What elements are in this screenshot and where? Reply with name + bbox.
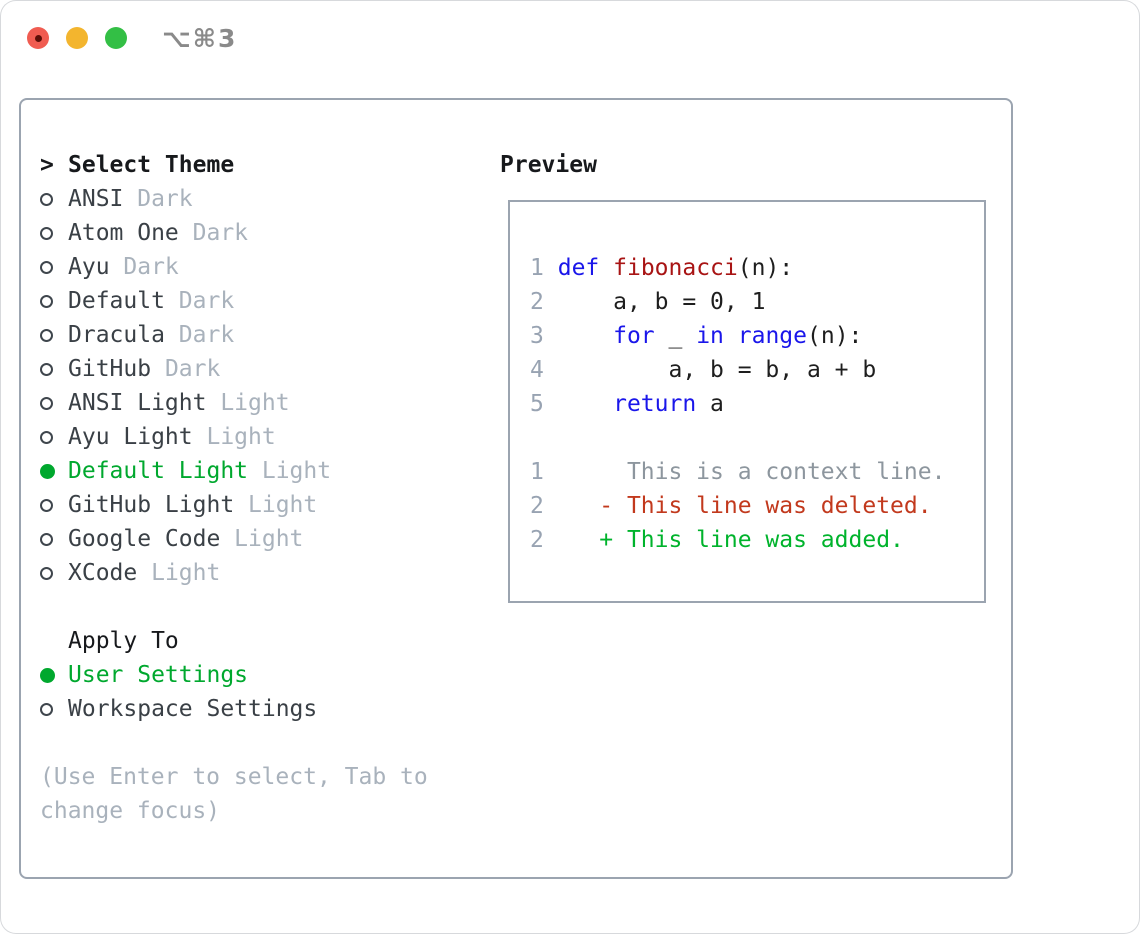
- theme-option[interactable]: Ayu Dark: [40, 250, 428, 284]
- zoom-icon[interactable]: [105, 27, 127, 49]
- code-line: 5 return a: [530, 391, 724, 417]
- option-label: ANSI Light: [68, 390, 207, 416]
- option-label: Atom One: [68, 220, 179, 246]
- code-line: 4 a, b = b, a + b: [530, 357, 877, 383]
- preview-box: 1 def fibonacci(n): 2 a, b = 0, 1 3 for _ …: [508, 200, 986, 603]
- theme-option[interactable]: ANSI Light Light: [40, 386, 428, 420]
- theme-option[interactable]: Ayu Light Light: [40, 420, 428, 454]
- option-variant-label: Dark: [178, 322, 235, 348]
- code-line: 3 for _ in range(n):: [530, 323, 863, 349]
- code-line: 1 This is a context line.: [530, 459, 946, 485]
- spacer: [40, 590, 428, 624]
- option-variant-label: Dark: [164, 356, 221, 382]
- radio-icon: [40, 566, 68, 580]
- radio-icon: [40, 702, 68, 716]
- theme-option[interactable]: GitHub Light Light: [40, 488, 428, 522]
- apply-to-option[interactable]: Workspace Settings: [40, 692, 428, 726]
- theme-option[interactable]: Atom One Dark: [40, 216, 428, 250]
- theme-option[interactable]: Google Code Light: [40, 522, 428, 556]
- option-label: Ayu Light: [68, 424, 193, 450]
- radio-icon: [40, 498, 68, 512]
- theme-option[interactable]: Dracula Dark: [40, 318, 428, 352]
- apply-to-header: Apply To: [40, 624, 428, 658]
- preview-title: Preview: [500, 152, 597, 178]
- radio-icon: [40, 463, 68, 479]
- option-label: User Settings: [68, 662, 249, 688]
- option-label: Workspace Settings: [68, 696, 318, 722]
- theme-option[interactable]: XCode Light: [40, 556, 428, 590]
- code-line: 2 - This line was deleted.: [530, 493, 932, 519]
- close-icon[interactable]: [27, 27, 49, 49]
- option-variant-label: Dark: [137, 186, 193, 212]
- radio-icon: [40, 328, 68, 342]
- option-label: Default: [68, 288, 165, 314]
- code-line: 2 + This line was added.: [530, 527, 904, 553]
- apply-to-option[interactable]: User Settings: [40, 658, 428, 692]
- option-variant-label: Light: [206, 424, 276, 450]
- minimize-icon[interactable]: [66, 27, 88, 49]
- radio-icon: [40, 294, 68, 308]
- option-label: Default Light: [68, 458, 249, 484]
- option-label: XCode: [68, 560, 138, 586]
- option-label: GitHub Light: [68, 492, 235, 518]
- code-line: [530, 421, 984, 455]
- option-variant-label: Dark: [192, 220, 249, 246]
- window-title: ⌥⌘3: [162, 23, 238, 53]
- option-variant-label: Light: [220, 390, 290, 416]
- theme-option[interactable]: Default Dark: [40, 284, 428, 318]
- theme-option[interactable]: ANSI Dark: [40, 182, 428, 216]
- radio-icon: [40, 192, 68, 206]
- code-preview: 1 def fibonacci(n): 2 a, b = 0, 1 3 for _ …: [510, 202, 984, 557]
- radio-icon: [40, 430, 68, 444]
- theme-option[interactable]: Default Light Light: [40, 454, 428, 488]
- option-variant-label: Light: [248, 492, 318, 518]
- radio-icon: [40, 667, 68, 683]
- code-line: 2 a, b = 0, 1: [530, 289, 766, 315]
- option-variant-label: Dark: [178, 288, 235, 314]
- theme-option[interactable]: GitHub Dark: [40, 352, 428, 386]
- radio-icon: [40, 362, 68, 376]
- apply-to-label: Apply To: [68, 628, 179, 654]
- option-label: GitHub: [68, 356, 152, 382]
- option-variant-label: Dark: [123, 254, 179, 280]
- radio-icon: [40, 532, 68, 546]
- option-label: Google Code: [68, 526, 221, 552]
- select-theme-label: Select Theme: [68, 152, 235, 178]
- option-variant-label: Light: [151, 560, 221, 586]
- option-label: ANSI: [68, 186, 124, 212]
- prompt-caret-icon: >: [40, 152, 54, 178]
- keyboard-hint: (Use Enter to select, Tab to change focu…: [40, 764, 428, 824]
- option-label: Ayu: [68, 254, 110, 280]
- radio-icon: [40, 260, 68, 274]
- option-label: Dracula: [68, 322, 165, 348]
- option-variant-label: Light: [261, 458, 332, 484]
- titlebar: ⌥⌘3: [27, 23, 238, 53]
- select-theme-header: > Select Theme: [40, 148, 428, 182]
- option-variant-label: Light: [234, 526, 304, 552]
- radio-icon: [40, 396, 68, 410]
- code-line: 1 def fibonacci(n):: [530, 255, 794, 281]
- radio-icon: [40, 226, 68, 240]
